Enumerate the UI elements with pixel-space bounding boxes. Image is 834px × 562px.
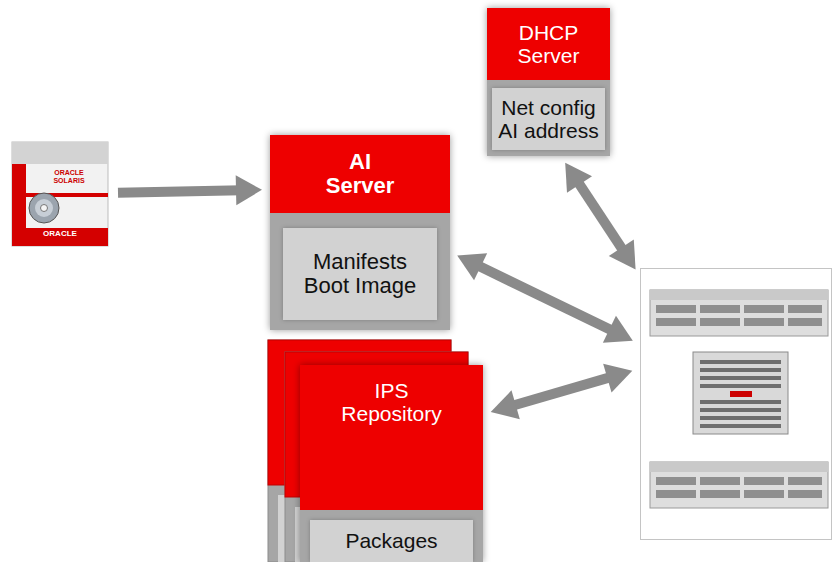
product-box-art	[12, 142, 108, 246]
content-box: Manifests Boot Image	[283, 228, 437, 320]
arrow-head	[603, 316, 633, 343]
server-box: IPS RepositoryPackages	[300, 365, 483, 562]
header-band: IPS Repository	[300, 365, 483, 510]
connector-arrow	[457, 253, 633, 342]
arrow-head	[565, 163, 592, 193]
node-title: IPS Repository	[332, 379, 452, 425]
header-band: AI Server	[270, 135, 450, 213]
product-box: ORACLE SOLARIS ORACLE	[10, 140, 110, 246]
connector-arrow	[565, 163, 635, 270]
product-label: ORACLE	[30, 230, 90, 239]
server-box: DHCP ServerNet config AI address	[487, 8, 610, 156]
arrow-head	[457, 253, 487, 280]
server-hardware	[641, 269, 831, 539]
node-title: DHCP Server	[499, 21, 599, 67]
server-group	[640, 268, 832, 540]
arrow-head	[236, 175, 262, 205]
node-body-text: Packages	[317, 529, 467, 552]
server-box: AI ServerManifests Boot Image	[270, 135, 450, 330]
product-label: ORACLE SOLARIS	[50, 169, 88, 184]
connector-shaft	[511, 377, 613, 407]
arrow-head	[491, 390, 520, 419]
connector-shaft	[118, 190, 241, 193]
connector-arrow	[491, 364, 633, 419]
node-body-text: Manifests Boot Image	[293, 250, 428, 298]
connector-shaft	[476, 265, 614, 332]
arrow-head	[609, 240, 636, 270]
node-title: AI Server	[315, 150, 405, 198]
arrow-head	[603, 364, 632, 393]
node-body-text: Net config AI address	[495, 96, 603, 142]
connector-arrow	[118, 175, 262, 205]
header-band: DHCP Server	[487, 8, 610, 80]
content-box: Net config AI address	[492, 88, 605, 150]
content-box: Packages	[310, 520, 473, 562]
connector-shaft	[577, 180, 625, 252]
